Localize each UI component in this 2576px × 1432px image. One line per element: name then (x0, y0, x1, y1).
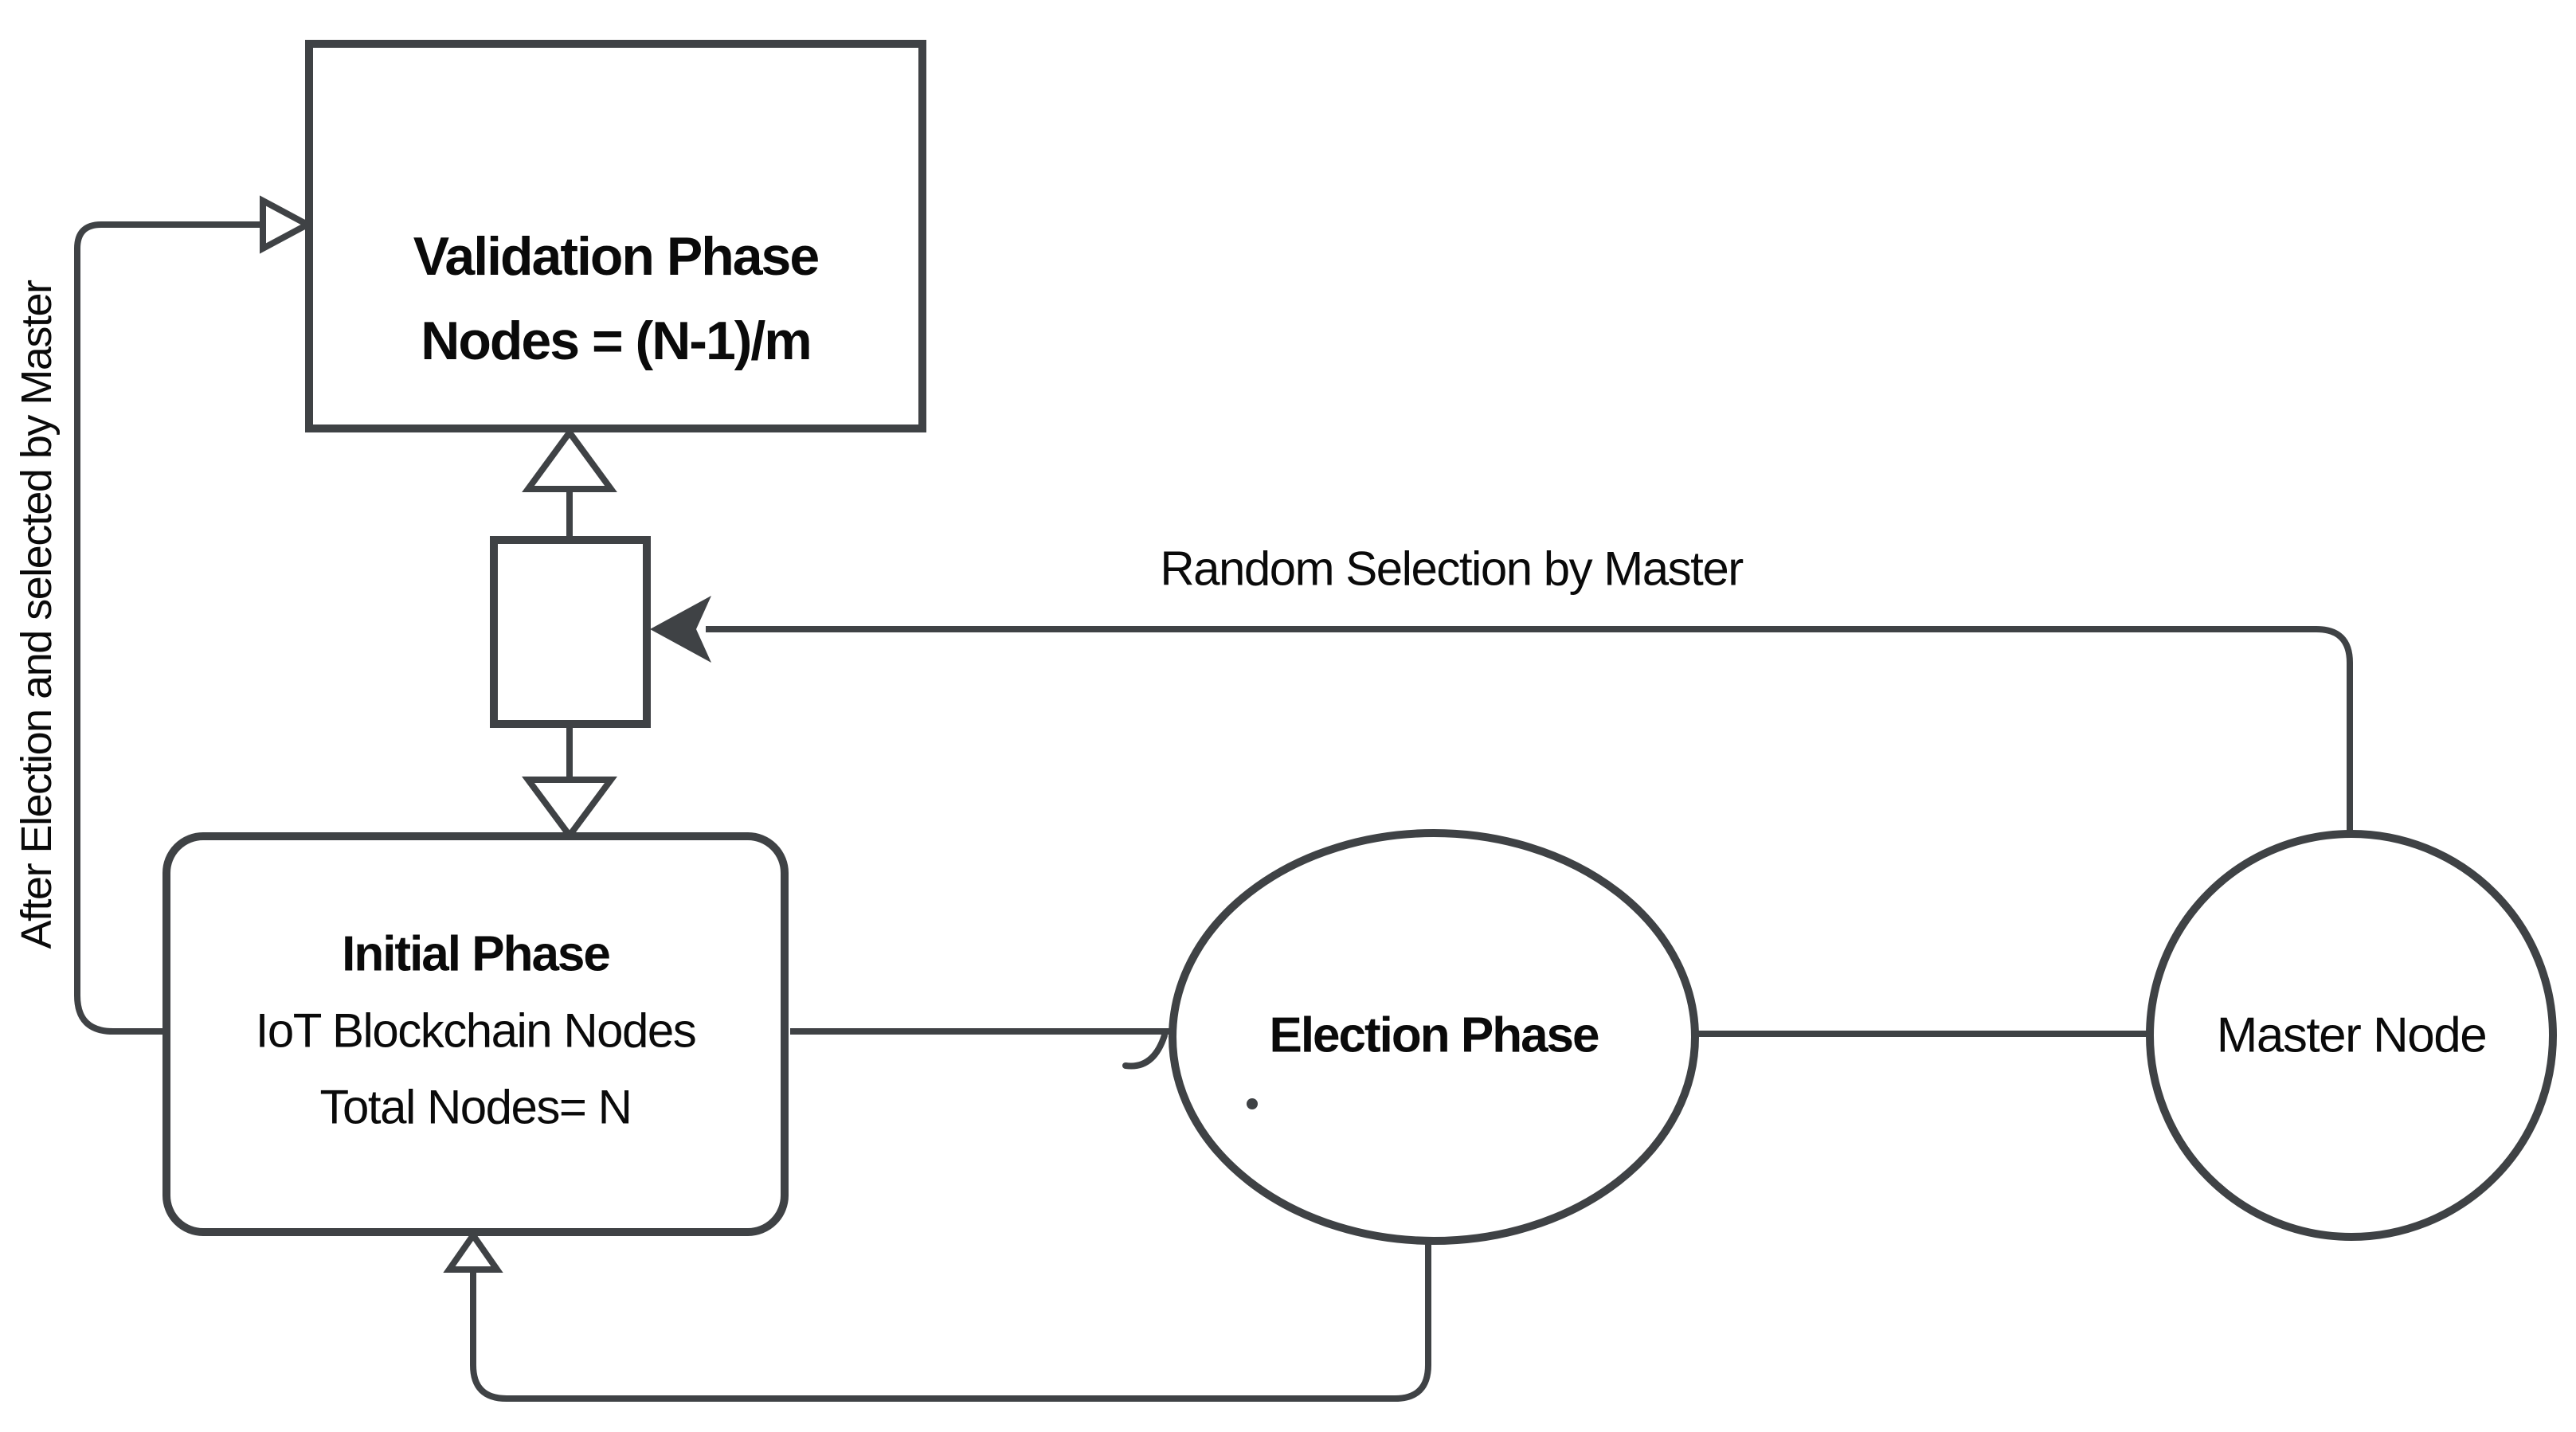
initial-phase-title: Initial Phase (342, 927, 609, 982)
random-selection-label: Random Selection by Master (1160, 542, 1743, 596)
initial-phase-line2: IoT Blockchain Nodes (256, 1004, 696, 1058)
edge-after-election (74, 221, 263, 1035)
master-node (2146, 830, 2557, 1241)
arrowhead-down-hollow-icon (522, 777, 617, 841)
election-phase-node (1169, 829, 1699, 1245)
stray-dot (1247, 1098, 1258, 1109)
arrowhead-left-filled-icon (650, 596, 711, 663)
validation-phase-formula: Nodes = (N-1)/m (421, 311, 811, 371)
arrowhead-right-hollow-icon (260, 195, 315, 254)
relay-node (490, 536, 651, 728)
edge-election-loop (470, 1239, 1431, 1402)
initial-phase-line3: Total Nodes= N (320, 1081, 632, 1134)
arrowhead-up-hollow-icon (522, 427, 617, 492)
master-node-label: Master Node (2217, 1008, 2486, 1063)
after-election-label: After Election and selected by Master (13, 280, 61, 949)
validation-phase-node (305, 40, 926, 432)
validation-phase-title: Validation Phase (413, 226, 819, 287)
arrowhead-up-hollow-small-icon (443, 1230, 503, 1273)
election-phase-title: Election Phase (1269, 1008, 1599, 1063)
arrowhead-barb-icon (1122, 1032, 1168, 1070)
initial-phase-node (162, 832, 789, 1236)
edge-random-selection (706, 626, 2353, 837)
